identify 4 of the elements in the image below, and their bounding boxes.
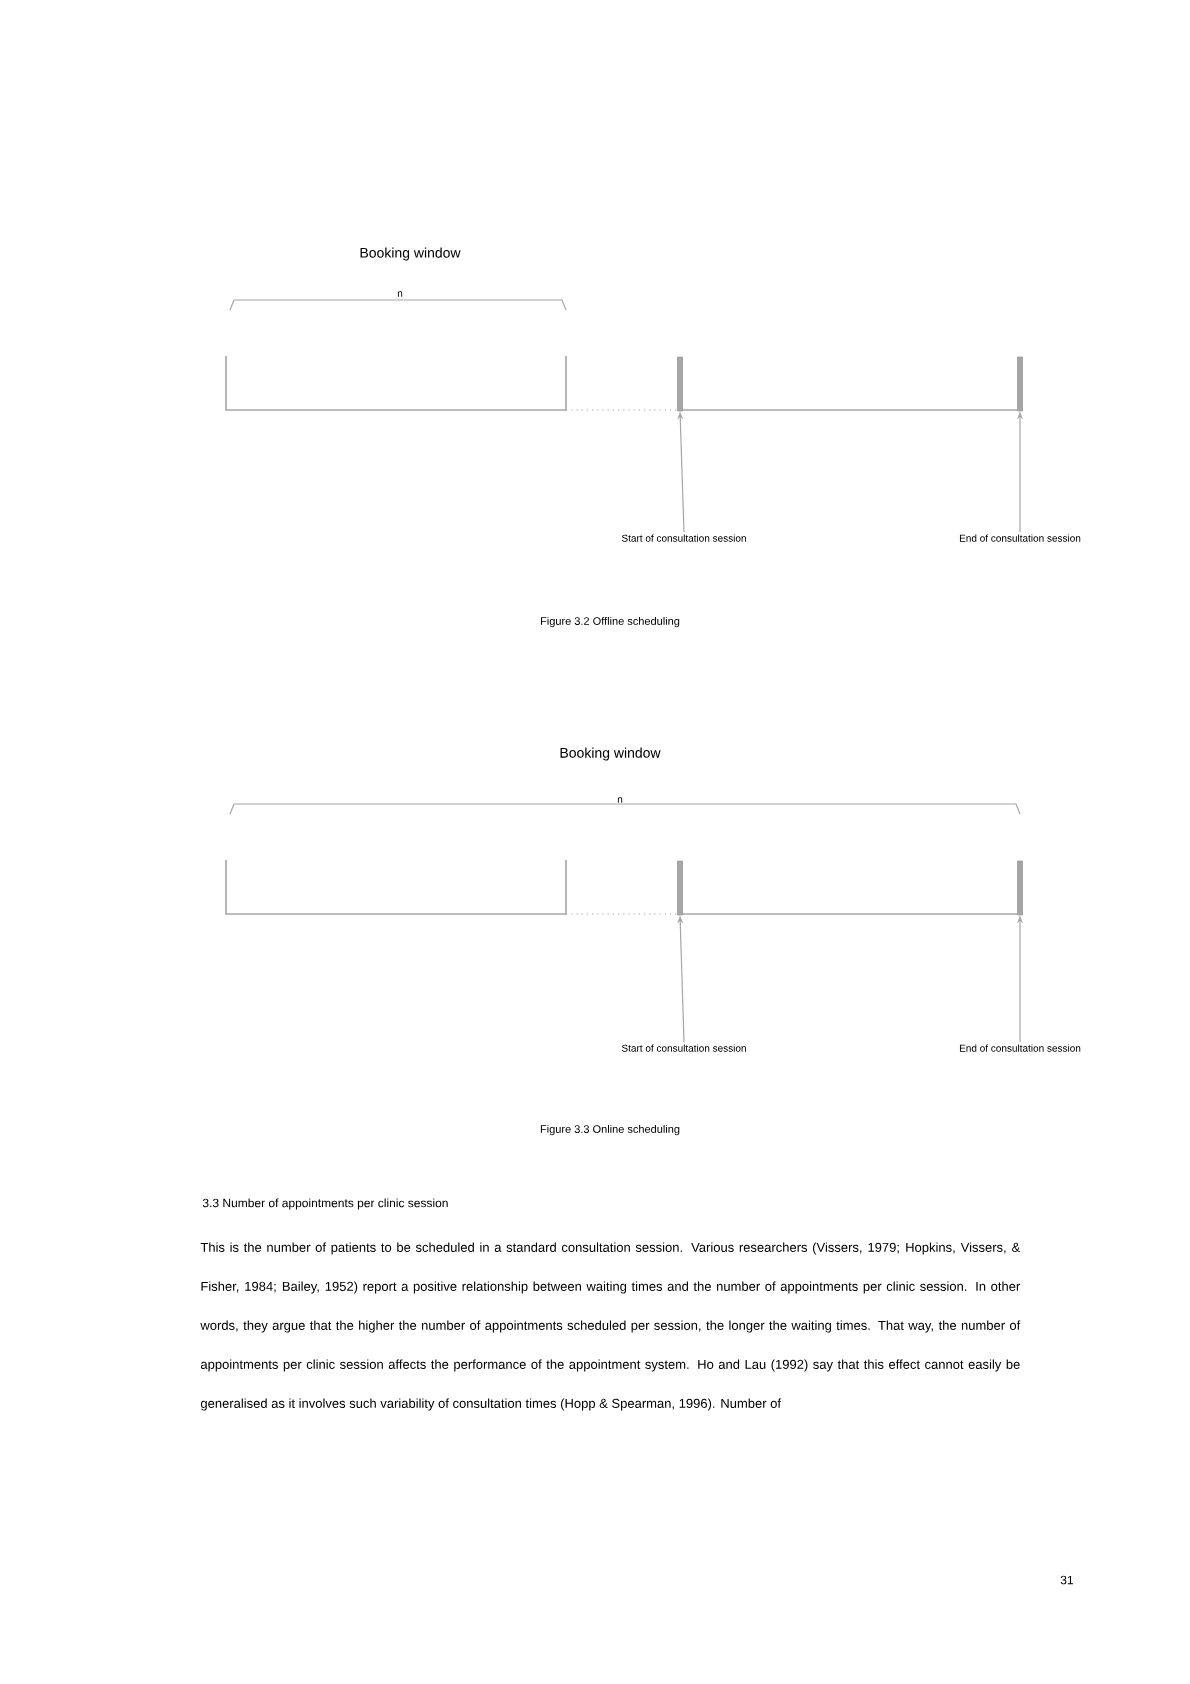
tick-mark (1017, 356, 1023, 412)
tick-mark (677, 356, 683, 412)
tick-mark (1017, 860, 1023, 916)
tick-mark (677, 860, 683, 916)
